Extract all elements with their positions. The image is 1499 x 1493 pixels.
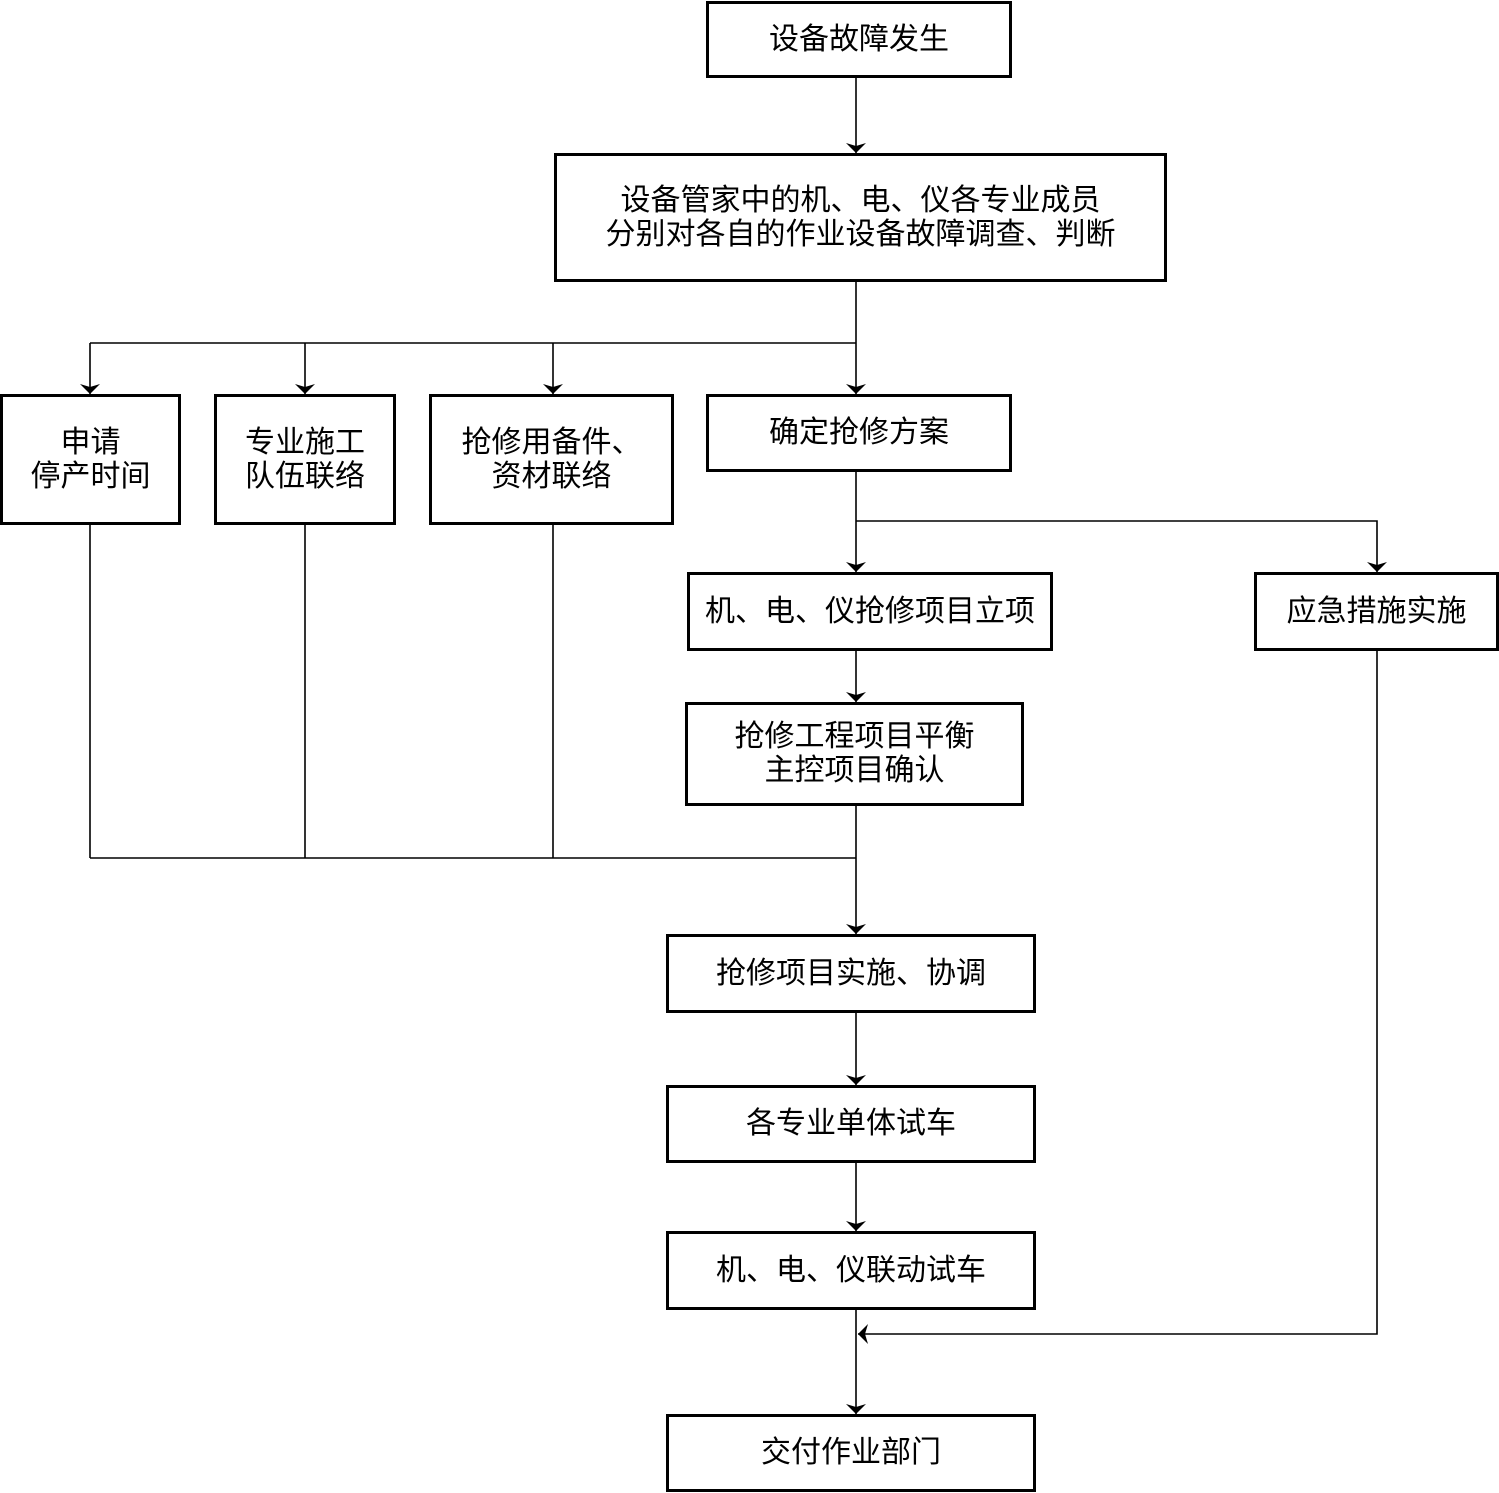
- node-handover: 交付作业部门: [666, 1414, 1036, 1492]
- node-project-setup: 机、电、仪抢修项目立项: [687, 572, 1053, 651]
- node-implement-line-1: 抢修项目实施、协调: [716, 955, 986, 991]
- node-joint-test-line-1: 机、电、仪联动试车: [716, 1252, 986, 1288]
- node-joint-test: 机、电、仪联动试车: [666, 1231, 1036, 1310]
- node-emergency-line-1: 应急措施实施: [1286, 593, 1467, 629]
- arrow-emergency-to-main: [858, 650, 1378, 1344]
- node-implement: 抢修项目实施、协调: [666, 934, 1036, 1013]
- node-investigate-line-1: 设备管家中的机、电、仪各专业成员: [620, 182, 1101, 218]
- node-balance-line-2: 主控项目确认: [764, 753, 945, 788]
- node-investigate: 设备管家中的机、电、仪各专业成员 分别对各自的作业设备故障调查、判断: [554, 153, 1167, 282]
- node-parts-contact: 抢修用备件、 资材联络: [429, 394, 674, 525]
- node-team-contact-line-2: 队伍联络: [245, 458, 365, 494]
- node-parts-contact-line-2: 资材联络: [491, 458, 612, 494]
- node-unit-test: 各专业单体试车: [666, 1085, 1036, 1163]
- node-apply-stop-line-2: 停产时间: [30, 458, 151, 494]
- node-unit-test-line-1: 各专业单体试车: [746, 1106, 956, 1141]
- node-emergency: 应急措施实施: [1254, 572, 1499, 651]
- arrow-plan-to-emergency: [856, 520, 1387, 572]
- node-project-setup-line-1: 机、电、仪抢修项目立项: [705, 593, 1035, 629]
- node-plan: 确定抢修方案: [706, 394, 1012, 472]
- node-balance: 抢修工程项目平衡 主控项目确认: [685, 702, 1024, 806]
- node-team-contact: 专业施工 队伍联络: [214, 394, 396, 525]
- node-parts-contact-line-1: 抢修用备件、: [461, 424, 642, 460]
- node-investigate-line-2: 分别对各自的作业设备故障调查、判断: [605, 216, 1116, 252]
- node-handover-line-1: 交付作业部门: [761, 1435, 941, 1470]
- node-apply-stop: 申请 停产时间: [0, 394, 181, 525]
- node-team-contact-line-1: 专业施工: [245, 424, 365, 460]
- node-fault: 设备故障发生: [706, 1, 1012, 78]
- node-balance-line-1: 抢修工程项目平衡: [734, 719, 975, 754]
- node-apply-stop-line-1: 申请: [60, 424, 121, 460]
- node-plan-line-1: 确定抢修方案: [769, 415, 949, 450]
- node-fault-line-1: 设备故障发生: [769, 21, 949, 57]
